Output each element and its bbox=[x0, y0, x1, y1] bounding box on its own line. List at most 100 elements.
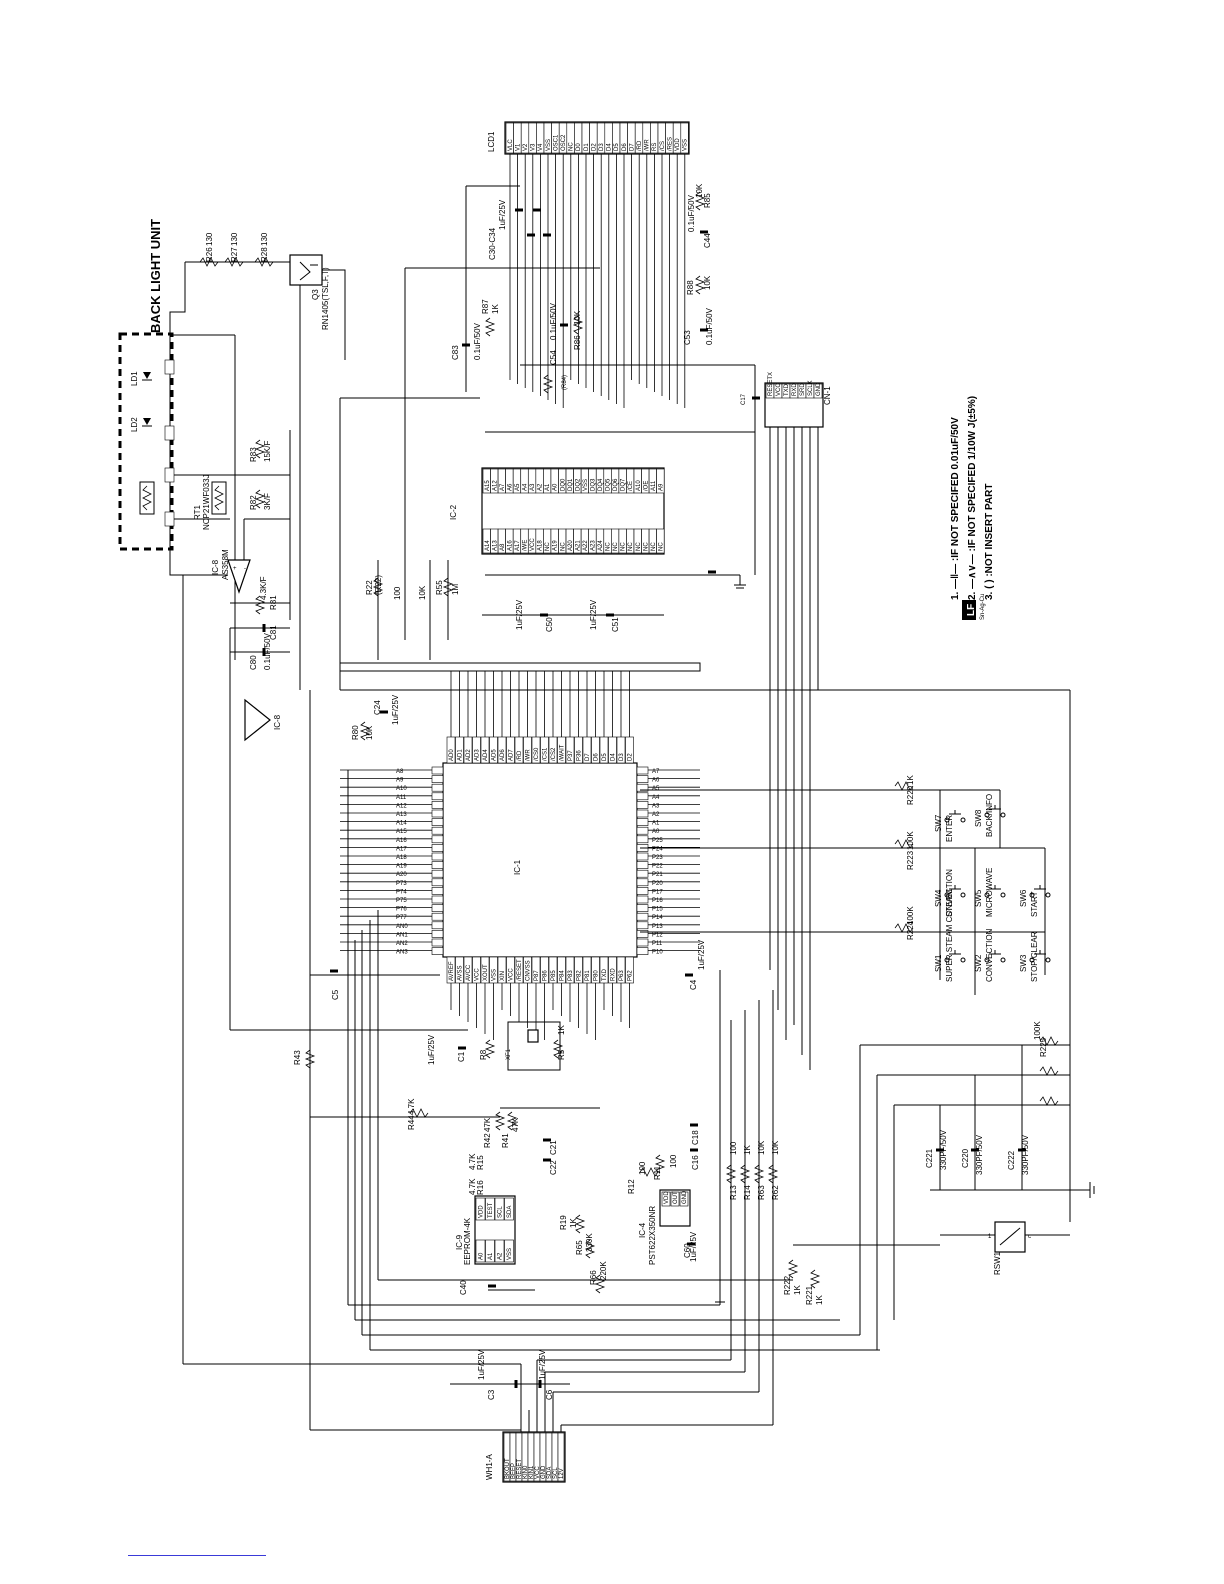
ic2-bot-pin-label: A16 bbox=[507, 540, 513, 551]
svg-text:100K: 100K bbox=[1033, 1021, 1042, 1040]
ic2-top-pin-label: DQ2 bbox=[575, 478, 581, 491]
cn1-pin-label: SCLK bbox=[808, 380, 814, 396]
svg-text:NCP21WF033J: NCP21WF033J bbox=[202, 474, 211, 530]
svg-text:10K: 10K bbox=[573, 310, 582, 325]
svg-text:XF1: XF1 bbox=[506, 1048, 512, 1060]
ic1-bot-pin-label: P86 bbox=[543, 970, 549, 981]
svg-text:R43: R43 bbox=[293, 1050, 302, 1065]
ic1-left-pin bbox=[431, 947, 444, 955]
ic1-left-pin-label: A18 bbox=[396, 855, 407, 861]
ic1-bot-pin-label: CNVSS bbox=[526, 960, 532, 981]
svg-text:R87: R87 bbox=[481, 299, 490, 314]
svg-text:IC-8: IC-8 bbox=[211, 559, 220, 575]
svg-text:130: 130 bbox=[260, 232, 269, 246]
ic1-bot-pin-label: AVREF bbox=[449, 961, 455, 981]
svg-text:C60: C60 bbox=[683, 1243, 692, 1258]
switch-contact bbox=[1000, 957, 1006, 963]
svg-text:R62: R62 bbox=[771, 1185, 780, 1200]
ic2-top-pin-label: A4 bbox=[523, 483, 529, 491]
ic1-right-pin-label: P10 bbox=[652, 950, 663, 956]
ic1-mcu: IC-1 A8A9A10A11A12A13A14A15A16A17A18A19A… bbox=[310, 662, 1071, 1222]
svg-text:C51: C51 bbox=[611, 617, 620, 632]
svg-text:4.7K: 4.7K bbox=[407, 1098, 416, 1115]
left-wiring: R43 R44 4.7K bbox=[293, 690, 880, 1431]
ic9-b-pin-label: SCL bbox=[498, 1206, 504, 1218]
ic9-b-pin-label: VDD bbox=[479, 1205, 485, 1218]
svg-text:R15: R15 bbox=[476, 1155, 485, 1170]
ic9-b-pin-label: SDA bbox=[507, 1206, 513, 1218]
switch-ref: SW7 bbox=[934, 814, 943, 832]
ic1-right-pin-label: P15 bbox=[652, 907, 663, 913]
ic1-top-pin-label: /CS2 bbox=[551, 747, 557, 761]
ic2-bot-pin-label: NC bbox=[606, 542, 612, 551]
svg-text:330PF/50V: 330PF/50V bbox=[1021, 1134, 1030, 1175]
svg-text:R65: R65 bbox=[575, 1240, 584, 1255]
ic2-bot-pin-label: A18 bbox=[538, 540, 544, 551]
svg-text:1uF/25V: 1uF/25V bbox=[697, 939, 706, 970]
switch-ref: SW6 bbox=[1019, 889, 1028, 907]
svg-text:1: 1 bbox=[988, 1234, 992, 1240]
transistor-q3 bbox=[289, 254, 323, 286]
svg-text:CN-1: CN-1 bbox=[823, 386, 832, 405]
switch-name: MICROWAVE bbox=[985, 868, 994, 917]
lcd1-pin-label: V3 bbox=[531, 143, 537, 151]
svg-text:C17: C17 bbox=[741, 393, 747, 405]
svg-text:15K/F: 15K/F bbox=[263, 441, 272, 462]
ic1-right-pin bbox=[636, 818, 649, 826]
ic1-right-pin-label: A2 bbox=[652, 812, 660, 818]
lcd1-pin-label: D2 bbox=[591, 143, 597, 151]
switch-name: BACK/INFO bbox=[985, 794, 994, 837]
cn1-lines bbox=[769, 427, 819, 1070]
switch-ref: SW8 bbox=[974, 809, 983, 827]
svg-text:R220: R220 bbox=[906, 785, 915, 805]
cn1-pin-label: VCC bbox=[776, 383, 782, 396]
ic1-bot-pin-label: P82 bbox=[577, 970, 583, 981]
svg-text:R82: R82 bbox=[249, 495, 258, 510]
ic1-top-pin-label: AD6 bbox=[500, 749, 506, 761]
svg-text:R223: R223 bbox=[906, 850, 915, 870]
ic2-top-pin-label: A11 bbox=[651, 480, 657, 491]
lcd1-pin-label: /RES bbox=[667, 137, 673, 151]
ic2-bot-pin-label: A8 bbox=[500, 543, 506, 551]
ic9-a-pin bbox=[504, 1239, 514, 1263]
switch-contact bbox=[1045, 957, 1051, 963]
ic1-left-pin bbox=[431, 792, 444, 801]
svg-text:1K: 1K bbox=[793, 1285, 802, 1295]
cn1-pin-label: TXD bbox=[784, 383, 790, 396]
svg-text:0.1uF/50V: 0.1uF/50V bbox=[263, 632, 272, 670]
svg-text:R42: R42 bbox=[483, 1133, 492, 1148]
lcd1-pin-label: D3 bbox=[599, 143, 605, 151]
ic2-bot-pin-label: NC bbox=[658, 542, 664, 551]
svg-text:C83: C83 bbox=[451, 345, 460, 360]
wh1-pin bbox=[557, 1432, 565, 1482]
svg-text:C222: C222 bbox=[1007, 1150, 1016, 1170]
ic1-bot-pin-label: P83 bbox=[568, 970, 574, 981]
lcd1-pin-label: /RD bbox=[637, 140, 643, 151]
svg-text:R222: R222 bbox=[783, 1275, 792, 1295]
switch-contact bbox=[1000, 812, 1006, 818]
ic2-bot-pin-label: NC bbox=[636, 542, 642, 551]
ic1-top-pin-label: AD1 bbox=[458, 749, 464, 761]
ic1-right-pin-label: P25 bbox=[652, 838, 663, 844]
lcd1-pin-label: VSS bbox=[683, 139, 689, 151]
ic1-top-pin-label: AD3 bbox=[475, 749, 481, 761]
note-2: 2. —∧∨— :IF NOT SPECIFED 1/10W J(±5%) bbox=[967, 396, 978, 600]
svg-text:C16: C16 bbox=[691, 1155, 700, 1170]
ic1-bot-pin-label: AVCC bbox=[466, 964, 472, 981]
wh1-pin-label: SCL bbox=[553, 1467, 559, 1479]
ic1-right-pin-label: P23 bbox=[652, 855, 663, 861]
switch-ref: SW4 bbox=[934, 889, 943, 907]
ic2-bot-pin-label: A23 bbox=[590, 540, 596, 551]
svg-text:R27: R27 bbox=[230, 247, 239, 262]
wh1-pin-label: 12V bbox=[559, 1468, 565, 1479]
svg-text:IC-1: IC-1 bbox=[513, 859, 522, 875]
switch-contact bbox=[960, 817, 966, 823]
ic1-left-pin-label: P73 bbox=[396, 881, 407, 887]
ic1-top-pin-label: /CS1 bbox=[543, 747, 549, 761]
lcd1-pin-label: V1 bbox=[515, 143, 521, 151]
ic1-top-pin-label: /RD bbox=[517, 750, 523, 761]
svg-text:4.3K/F: 4.3K/F bbox=[259, 576, 268, 600]
ic2-top-pin-label: A1 bbox=[545, 483, 551, 491]
cn1-pin bbox=[813, 383, 823, 399]
ic2-bot-pin-label: /WE bbox=[523, 540, 529, 551]
